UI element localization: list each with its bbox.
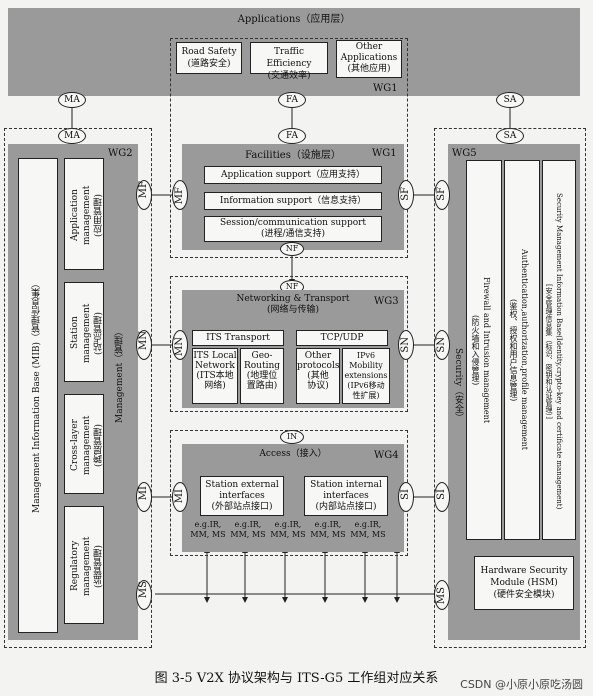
access-wg: WG4 (374, 450, 399, 461)
other-protocols-box: Other protocols (其他 协议) (296, 348, 340, 404)
security-mib-box: Security Management Information Base(Ide… (542, 160, 576, 540)
sap-mf-left: MF (136, 180, 152, 210)
sap-sf-left: SF (398, 180, 414, 210)
station-management-box: Station management (站点管理) (64, 282, 104, 382)
networking-wg: WG3 (374, 296, 399, 307)
sap-sa-top: SA (496, 92, 524, 108)
authentication-box: Authentication,authorization,profile man… (504, 160, 540, 540)
authentication-label: Authentication,authorization,profile man… (509, 249, 529, 451)
security-mib-label: Security Management Information Base(Ide… (545, 192, 563, 510)
geo-routing-box: Geo- Routing (地理位 置路由) (240, 348, 284, 404)
applications-title: Applications（应用层） (237, 14, 351, 25)
cross-layer-management-box: Cross-layer management (跨层管理) (64, 394, 104, 494)
access-example-3: e.g.IR, MM, MS (270, 520, 306, 539)
sap-in: IN (280, 430, 304, 444)
station-management-label: Station management (站点管理) (70, 303, 104, 363)
sap-mi-right: MI (172, 482, 188, 512)
firewall-label: Firewall and Intrusion management (防火墙和入… (471, 276, 491, 424)
sap-mi-left: MI (136, 482, 152, 512)
sap-fa-bottom: FA (278, 128, 306, 144)
sap-sn-left: SN (398, 330, 414, 360)
cross-layer-management-label: Cross-layer management (跨层管理) (70, 415, 104, 475)
application-management-label: Application management (应用管理) (70, 185, 104, 245)
mib-box: Management Information Base (MIB)（管理信息集） (18, 158, 58, 633)
security-group (434, 128, 586, 648)
security-label: Security（安全） (453, 347, 463, 423)
station-internal-interfaces-box: Station internal interfaces (内部站点接口) (304, 476, 388, 516)
wg1-group (170, 38, 408, 258)
security-wg: WG5 (452, 148, 477, 159)
sap-sn-right: SN (434, 330, 450, 360)
sap-ma-top: MA (58, 92, 86, 108)
tcp-udp-box: TCP/UDP (296, 330, 388, 346)
sap-si-left: SI (398, 482, 414, 512)
road-safety-box: Road Safety (道路安全) (176, 42, 242, 74)
sap-fa-top: FA (278, 92, 306, 108)
sap-nf-top: NF (280, 242, 304, 256)
access-example-2: e.g.IR, MM, MS (230, 520, 266, 539)
application-support-box: Application support（应用支持） (204, 166, 382, 184)
watermark: CSDN @小原小原吃汤圆 (460, 678, 583, 691)
other-applications-box: Other Applications (其他应用) (336, 40, 402, 78)
hsm-box: Hardware Security Module (HSM) (硬件安全模块) (474, 556, 574, 610)
sap-mn-right: MN (172, 330, 188, 360)
its-local-network-box: ITS Local Network (ITS本地 网络) (192, 348, 238, 404)
application-management-box: Application management (应用管理) (64, 158, 104, 270)
sap-ms-left: MS (136, 580, 152, 610)
information-support-box: Information support（信息支持） (204, 192, 382, 210)
access-example-4: e.g.IR, MM, MS (310, 520, 346, 539)
management-group (4, 128, 152, 648)
mib-label: Management Information Base (MIB)（管理信息集） (32, 278, 42, 514)
session-support-box: Session/communication support (进程/通信支持) (204, 216, 382, 242)
facilities-wg: WG1 (372, 148, 397, 159)
its-transport-box: ITS Transport (192, 330, 284, 346)
networking-title: Networking & Transport (网络与传输) (236, 294, 350, 315)
management-wg: WG2 (108, 148, 133, 159)
regulatory-management-label: Regulatory management (监管管理) (70, 536, 104, 596)
facilities-title: Facilities（设施层） (245, 150, 341, 161)
ipv6-mobility-box: IPv6 Mobility extensions (IPv6移动 性扩展) (342, 348, 390, 404)
sap-si-right: SI (434, 482, 450, 512)
access-example-1: e.g.IR, MM, MS (190, 520, 226, 539)
traffic-efficiency-box: Traffic Efficiency (交通效率) (250, 42, 328, 81)
access-title: Access（接入） (259, 449, 327, 459)
station-external-interfaces-box: Station external interfaces (外部站点接口) (200, 476, 284, 516)
sap-mf-right: MF (172, 180, 188, 210)
sap-mn-left: MN (136, 330, 152, 360)
access-example-5: e.g.IR, MM, MS (350, 520, 386, 539)
sap-sf-right: SF (434, 180, 450, 210)
firewall-box: Firewall and Intrusion management (防火墙和入… (466, 160, 502, 540)
regulatory-management-box: Regulatory management (监管管理) (64, 506, 104, 624)
figure-caption: 图 3-5 V2X 协议架构与 ITS-G5 工作组对应关系 (154, 671, 439, 686)
sap-ms-right: MS (434, 580, 450, 610)
management-label: Management（管理） (115, 326, 125, 424)
applications-wg: WG1 (373, 83, 398, 94)
